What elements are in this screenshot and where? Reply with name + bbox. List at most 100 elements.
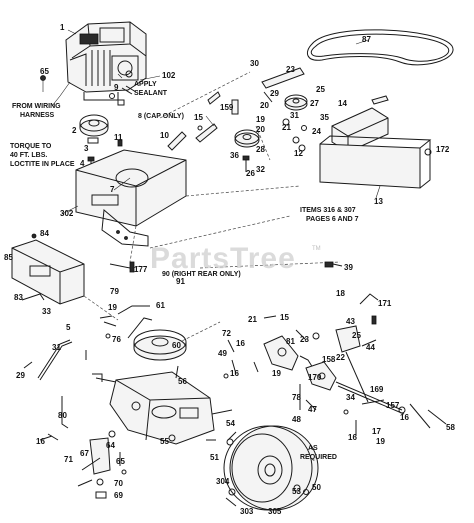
watermark-text: PartsTree (150, 242, 296, 275)
callout: 84 (40, 229, 49, 238)
idler-assembly (195, 67, 308, 172)
callout: 29 (270, 89, 279, 98)
callout: 302 (60, 209, 74, 218)
fittings (40, 70, 137, 106)
callout: 13 (374, 197, 383, 206)
callout: 87 (362, 35, 371, 44)
bolt-39 (109, 261, 343, 273)
callout: 69 (114, 491, 123, 500)
callout: 28 (256, 145, 265, 154)
note-torque-2: 40 FT. LBS. (10, 152, 47, 159)
callouts: 1 65 9 102 2 3 11 10 4 7 302 84 85 87 30… (4, 23, 455, 516)
callout: 21 (282, 123, 291, 132)
brake-linkage (223, 293, 447, 436)
callout: 27 (310, 99, 319, 108)
transaxle (92, 365, 233, 445)
callout: 3 (84, 144, 89, 153)
leader-lines (51, 29, 381, 269)
callout: 11 (114, 133, 123, 142)
note-torque-1: TORQUE TO (10, 143, 52, 150)
callout: 53 (292, 487, 301, 496)
callout: 18 (336, 289, 345, 298)
callout: 157 (386, 401, 400, 410)
callout: 60 (172, 341, 181, 350)
notes: FROM WIRING HARNESS APPLY SEALANT 8 (CAP… (10, 81, 359, 461)
note-wiring-1: FROM WIRING (12, 103, 61, 110)
callout: 54 (226, 419, 235, 428)
callout: 22 (336, 353, 345, 362)
callout: 20 (256, 125, 265, 134)
note-as-required-1: AS (308, 445, 318, 452)
callout: 7 (110, 185, 115, 194)
callout: 44 (366, 343, 375, 352)
callout: 81 (286, 337, 295, 346)
callout: 5 (66, 323, 71, 332)
callout: 79 (110, 287, 119, 296)
callout: 33 (42, 307, 51, 316)
callout: 19 (256, 115, 265, 124)
callout: 159 (220, 103, 234, 112)
callout: 14 (338, 99, 347, 108)
callout: 158 (322, 355, 336, 364)
drive-belt (306, 29, 454, 66)
callout: 76 (112, 335, 121, 344)
callout: 12 (294, 149, 303, 158)
callout: 91 (176, 277, 185, 286)
callout: 169 (370, 385, 384, 394)
callout: 65 (116, 457, 125, 466)
callout: 56 (178, 377, 187, 386)
note-wiring-2: HARNESS (20, 112, 55, 119)
callout: 16 (236, 339, 245, 348)
note-items-1: ITEMS 316 & 307 (300, 207, 356, 214)
callout: 31 (290, 111, 299, 120)
callout: 30 (250, 59, 259, 68)
engine (65, 21, 147, 101)
note-cap-only: 8 (CAP ONLY) (138, 113, 184, 120)
callout: 39 (344, 263, 353, 272)
callout: 55 (160, 437, 169, 446)
note-torque-3: LOCTITE IN PLACE (10, 161, 75, 168)
callout: 171 (378, 299, 392, 308)
note-sealant-2: SEALANT (134, 90, 168, 97)
callout: 16 (230, 369, 239, 378)
callout: 16 (36, 437, 45, 446)
callout: 47 (308, 405, 317, 414)
callout: 26 (246, 169, 255, 178)
callout: 34 (346, 393, 355, 402)
transmission-pulley (133, 329, 187, 361)
callout: 51 (210, 453, 219, 462)
callout: 170 (308, 373, 322, 382)
watermark-trademark: TM (312, 246, 321, 252)
callout: 19 (376, 437, 385, 446)
callout: 102 (162, 71, 176, 80)
callout: 80 (58, 411, 67, 420)
tube (167, 131, 187, 151)
callout: 2 (72, 126, 77, 135)
callout: 36 (230, 151, 239, 160)
chassis-plate (75, 149, 187, 247)
linkage-rods (21, 293, 153, 381)
callout: 65 (40, 67, 49, 76)
engine-pulley (79, 114, 123, 147)
callout: 303 (240, 507, 254, 516)
callout: 58 (446, 423, 455, 432)
callout: 25 (316, 85, 325, 94)
callout: 305 (268, 507, 282, 516)
callout: 15 (194, 113, 203, 122)
callout: 71 (64, 455, 73, 464)
callout: 16 (348, 433, 357, 442)
callout: 19 (108, 303, 117, 312)
callout: 49 (218, 349, 227, 358)
callout: 64 (106, 441, 115, 450)
callout: 25 (352, 331, 361, 340)
callout: 43 (346, 317, 355, 326)
callout: 20 (260, 101, 269, 110)
callout: 32 (256, 165, 265, 174)
callout: 35 (320, 113, 329, 122)
callout: 16 (400, 413, 409, 422)
callout: 1 (60, 23, 65, 32)
watermark: PartsTree TM (150, 242, 321, 275)
rear-plate (298, 95, 432, 189)
callout: 10 (160, 131, 169, 140)
